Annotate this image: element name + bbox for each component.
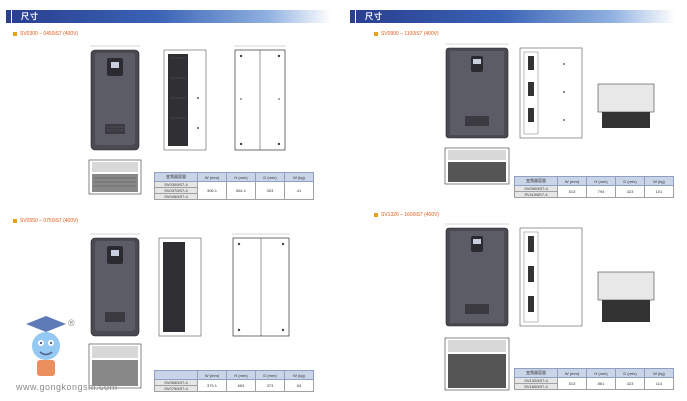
bottom-view-drawing [88, 343, 142, 389]
table-header-row: 变频器容量 W (mm) H (mm) D (mm) W (kg) [514, 176, 674, 186]
rear-view-drawing [234, 45, 286, 151]
left-page: 尺寸 SV0300 – 0450iS7 (400V) 变频器容量 W (mm) [0, 0, 343, 401]
table-row: SV1100iS7-4 [514, 191, 674, 198]
right-page: 尺寸 SV0900 – 1100iS7 (400V) 变频器容量 W (mm) … [344, 0, 687, 401]
side-view-drawing [163, 49, 207, 151]
page-header-title: 尺寸 [365, 12, 383, 21]
section-title: SV1320 – 1600iS7 (400V) [374, 212, 439, 218]
bottom-view-drawing [444, 337, 510, 391]
spec-table: 变频器容量 W (mm) H (mm) D (mm) W (kg) SV0900… [514, 176, 674, 198]
page-header-title: 尺寸 [21, 12, 39, 21]
top-view-drawing [597, 271, 655, 322]
top-view-drawing [597, 83, 655, 128]
table-row: SV0550iS7-4 379.1 663 373 63 [154, 379, 314, 392]
front-view-drawing [90, 45, 140, 151]
table-header-row: 变频器容量 W (mm) H (mm) D (mm) W (kg) [514, 368, 674, 378]
section-title: SV0300 – 0450iS7 (400V) [13, 31, 78, 37]
side-view-drawing [519, 227, 583, 327]
spec-table: W (mm) H (mm) D (mm) W (kg) SV0550iS7-4 … [154, 370, 314, 392]
table-row: SV0900iS7-4 513 794 423 101 [514, 185, 674, 198]
table-header-row: 变频器容量 W (mm) H (mm) D (mm) W (kg) [154, 172, 314, 182]
table-header-row: W (mm) H (mm) D (mm) W (kg) [154, 370, 314, 380]
rear-view-drawing [232, 233, 290, 337]
table-row: SV1600iS7-4 [514, 383, 674, 390]
table-row: SV0450iS7-4 [154, 193, 314, 200]
section-title: SV0900 – 1100iS7 (400V) [374, 31, 439, 37]
page-header: 尺寸 [350, 10, 675, 23]
front-view-drawing [445, 43, 509, 139]
spec-table: 变频器容量 W (mm) H (mm) D (mm) W (kg) SV0300… [154, 172, 314, 200]
section-title: SV0550 – 0750iS7 (400V) [13, 218, 78, 224]
watermark-url: www.gongkongshi.com [16, 382, 118, 392]
side-view-drawing [158, 237, 202, 337]
bottom-view-drawing [444, 147, 510, 185]
table-row: SV0750iS7-4 [154, 385, 314, 392]
table-row: SV0300iS7-4 306.1 564.1 303 41 [154, 181, 314, 200]
spec-table: 变频器容量 W (mm) H (mm) D (mm) W (kg) SV1320… [514, 368, 674, 390]
watermark-mascot-icon [26, 316, 66, 376]
table-row: SV1320iS7-4 513 861 423 114 [514, 377, 674, 390]
front-view-drawing [445, 223, 509, 327]
front-view-drawing [90, 233, 140, 337]
bottom-view-drawing [88, 159, 142, 195]
watermark-registered-mark: ® [68, 318, 75, 328]
page-header: 尺寸 [6, 10, 331, 23]
side-view-drawing [519, 47, 583, 139]
